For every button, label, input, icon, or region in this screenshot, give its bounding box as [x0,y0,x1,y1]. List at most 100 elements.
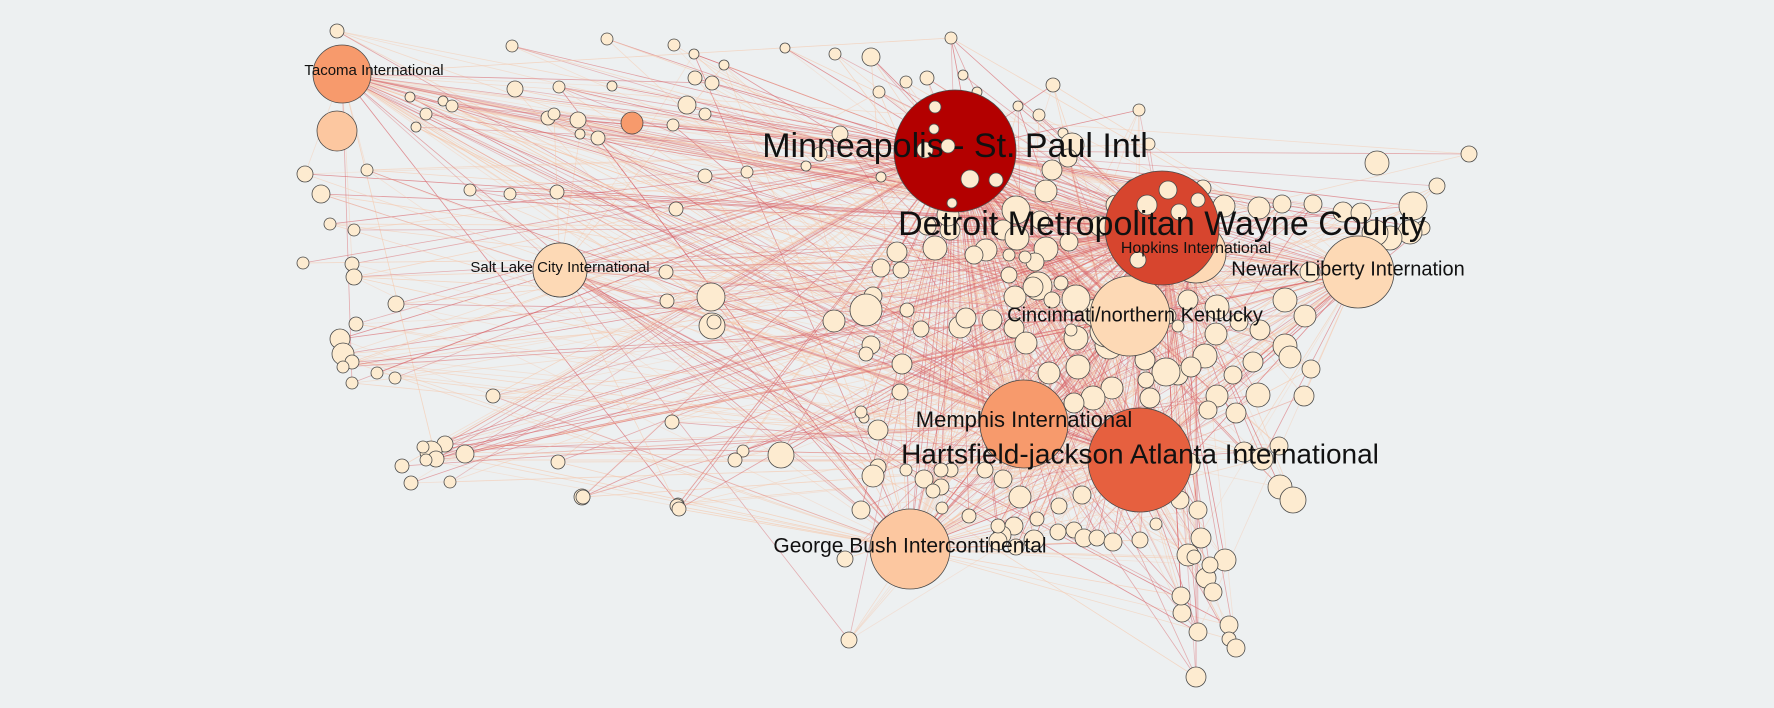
airport-node[interactable] [410,121,422,133]
hub-node-atl[interactable] [1087,407,1193,513]
airport-node[interactable] [990,518,1006,534]
airport-node[interactable] [988,172,1004,188]
airport-node[interactable] [348,316,364,332]
airport-node[interactable] [1269,436,1289,456]
airport-node[interactable] [1190,527,1212,549]
airport-node[interactable] [1136,194,1158,216]
airport-node[interactable] [1301,359,1321,379]
airport-node[interactable] [1064,323,1078,337]
airport-node[interactable] [1198,400,1218,420]
airport-node[interactable] [1072,485,1092,505]
airport-node[interactable] [659,293,675,309]
airport-node[interactable] [1350,202,1372,224]
airport-node[interactable] [861,464,885,488]
airport-node[interactable] [828,47,842,61]
airport-node[interactable] [463,183,477,197]
airport-node[interactable] [1014,331,1038,355]
hub-node-cvg[interactable] [1089,275,1171,357]
airport-node[interactable] [928,100,942,114]
airport-node[interactable] [899,75,913,89]
hub-node-tac[interactable] [312,44,372,104]
airport-node[interactable] [547,107,561,121]
airport-node[interactable] [964,245,984,265]
airport-node[interactable] [485,388,501,404]
airport-node[interactable] [569,111,587,129]
airport-node[interactable] [1032,108,1046,122]
airport-node[interactable] [1204,322,1228,346]
airport-node[interactable] [1219,615,1239,635]
airport-node[interactable] [718,59,730,71]
airport-node[interactable] [1131,531,1149,549]
airport-node[interactable] [1034,179,1058,203]
airport-node[interactable] [1139,387,1161,409]
airport-node[interactable] [387,295,405,313]
airport-node[interactable] [311,184,331,204]
airport-node[interactable] [1225,402,1247,424]
airport-node[interactable] [899,302,915,318]
airport-node[interactable] [940,138,956,154]
airport-node[interactable] [658,264,674,280]
airport-node[interactable] [1037,361,1061,385]
airport-node[interactable] [668,201,684,217]
airport-node[interactable] [552,80,566,94]
airport-node[interactable] [455,444,475,464]
airport-node[interactable] [370,366,384,380]
airport-node[interactable] [1149,517,1163,531]
airport-node[interactable] [667,38,681,52]
airport-node[interactable] [1065,354,1091,380]
airport-node[interactable] [1245,382,1271,408]
airport-node[interactable] [917,216,937,236]
airport-node[interactable] [1299,261,1321,283]
airport-node[interactable] [891,353,913,375]
airport-node[interactable] [1293,385,1315,407]
airport-node[interactable] [1008,485,1032,509]
airport-node[interactable] [1170,203,1188,221]
airport-node[interactable] [867,419,889,441]
airport-node[interactable] [976,461,994,479]
airport-node[interactable] [831,125,849,143]
hub-node-ewr[interactable] [1321,235,1395,309]
airport-node[interactable] [1063,392,1085,414]
airport-node[interactable] [961,508,977,524]
airport-node[interactable] [697,168,713,184]
airport-node[interactable] [574,128,586,140]
airport-node[interactable] [1242,351,1264,373]
airport-node[interactable] [550,454,566,470]
airport-node[interactable] [736,444,750,458]
airport-node[interactable] [1058,148,1078,168]
airport-node[interactable] [1201,556,1219,574]
airport-node[interactable] [688,48,700,60]
airport-node[interactable] [316,110,358,152]
airport-node[interactable] [1190,192,1206,208]
airport-node[interactable] [336,360,350,374]
airport-node[interactable] [1050,497,1068,515]
airport-node[interactable] [403,475,419,491]
airport-node[interactable] [935,501,949,515]
airport-node[interactable] [767,441,795,469]
airport-node[interactable] [606,80,618,92]
airport-node[interactable] [886,241,908,263]
airport-node[interactable] [296,165,314,183]
airport-node[interactable] [1223,365,1243,385]
airport-node[interactable] [1053,275,1069,291]
airport-node[interactable] [1029,511,1045,527]
airport-node[interactable] [1002,248,1016,262]
airport-node[interactable] [993,469,1013,489]
airport-node[interactable] [1088,529,1106,547]
airport-node[interactable] [445,99,459,113]
airport-node[interactable] [1303,194,1323,214]
airport-node[interactable] [437,95,449,107]
airport-node[interactable] [677,95,697,115]
airport-node[interactable] [1226,638,1246,658]
airport-node[interactable] [1247,196,1271,220]
airport-node[interactable] [891,383,909,401]
airport-node[interactable] [1272,194,1292,214]
airport-node[interactable] [946,197,958,209]
airport-node[interactable] [1177,289,1199,311]
airport-node[interactable] [955,307,977,329]
airport-node[interactable] [1103,532,1123,552]
airport-node[interactable] [1100,376,1124,400]
airport-node[interactable] [1151,357,1181,387]
airport-node[interactable] [922,235,948,261]
airport-node[interactable] [1001,195,1031,225]
